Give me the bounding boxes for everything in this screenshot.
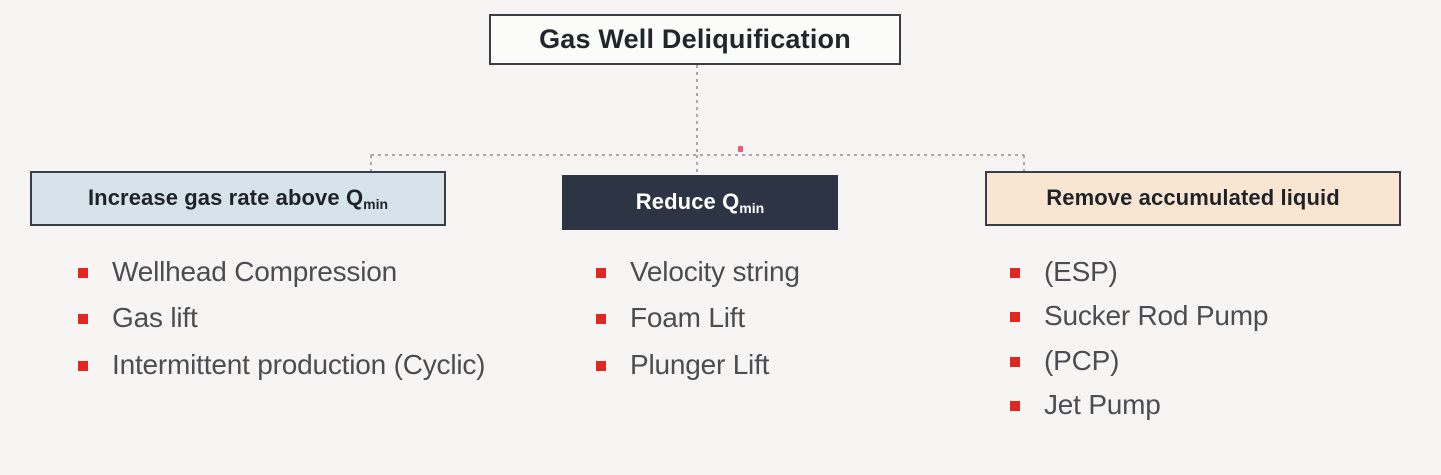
list-item: Plunger Lift bbox=[596, 349, 956, 380]
list-item: Foam Lift bbox=[596, 302, 956, 333]
branch-header-label-3: Remove accumulated liquid bbox=[1046, 184, 1340, 211]
branch-header-main-2: Reduce Q bbox=[635, 188, 740, 214]
list-item-label: Gas lift bbox=[112, 302, 198, 334]
square-bullet-icon bbox=[1010, 268, 1020, 278]
list-item: Velocity string bbox=[596, 256, 956, 287]
branch-item-list-increase-gas-rate: Wellhead Compression Gas lift Intermitte… bbox=[78, 256, 518, 395]
root-node-gas-well-deliquification: Gas Well Deliquification bbox=[489, 14, 901, 65]
list-item-label: Intermittent production (Cyclic) bbox=[112, 348, 486, 380]
square-bullet-icon bbox=[1010, 356, 1020, 367]
square-bullet-icon bbox=[78, 314, 88, 325]
list-item-label: (PCP) bbox=[1044, 344, 1120, 376]
list-item-label: Jet Pump bbox=[1044, 389, 1161, 421]
list-item-label: Foam Lift bbox=[630, 302, 745, 334]
list-item-label: Sucker Rod Pump bbox=[1044, 300, 1269, 332]
branch-header-label-2: Reduce Qmin bbox=[635, 188, 765, 216]
square-bullet-icon bbox=[78, 360, 88, 371]
branch-header-main-3: Remove accumulated liquid bbox=[1046, 184, 1340, 210]
square-bullet-icon bbox=[1010, 401, 1020, 412]
red-dot-artifact bbox=[738, 146, 743, 152]
list-item-label: Plunger Lift bbox=[630, 348, 770, 380]
list-item: (PCP) bbox=[1010, 345, 1410, 376]
list-item: Jet Pump bbox=[1010, 389, 1410, 420]
branch-header-main-1: Increase gas rate above Q bbox=[87, 184, 364, 210]
list-item: Gas lift bbox=[78, 302, 518, 333]
branch-header-reduce-qmin: Reduce Qmin bbox=[562, 175, 838, 230]
list-item-label: (ESP) bbox=[1044, 256, 1118, 287]
square-bullet-icon bbox=[596, 268, 606, 278]
branch-header-remove-accumulated-liquid: Remove accumulated liquid bbox=[985, 171, 1401, 226]
list-item: Sucker Rod Pump bbox=[1010, 300, 1410, 331]
square-bullet-icon bbox=[596, 314, 606, 325]
branch-item-list-remove-accumulated-liquid: (ESP) Sucker Rod Pump (PCP) Jet Pump bbox=[1010, 256, 1410, 433]
list-item-label: Velocity string bbox=[630, 256, 800, 287]
list-item-label: Wellhead Compression bbox=[112, 256, 397, 287]
square-bullet-icon bbox=[78, 268, 88, 278]
square-bullet-icon bbox=[596, 360, 606, 371]
list-item: (ESP) bbox=[1010, 256, 1410, 287]
branch-header-label-1: Increase gas rate above Qmin bbox=[87, 184, 389, 212]
root-node-title: Gas Well Deliquification bbox=[539, 24, 851, 54]
list-item: Wellhead Compression bbox=[78, 256, 518, 287]
branch-header-increase-gas-rate: Increase gas rate above Qmin bbox=[30, 171, 446, 226]
branch-header-subscript-1: min bbox=[363, 195, 389, 212]
branch-item-list-reduce-qmin: Velocity string Foam Lift Plunger Lift bbox=[596, 256, 956, 395]
branch-header-subscript-2: min bbox=[739, 199, 765, 216]
square-bullet-icon bbox=[1010, 312, 1020, 323]
list-item: Intermittent production (Cyclic) bbox=[78, 349, 518, 380]
